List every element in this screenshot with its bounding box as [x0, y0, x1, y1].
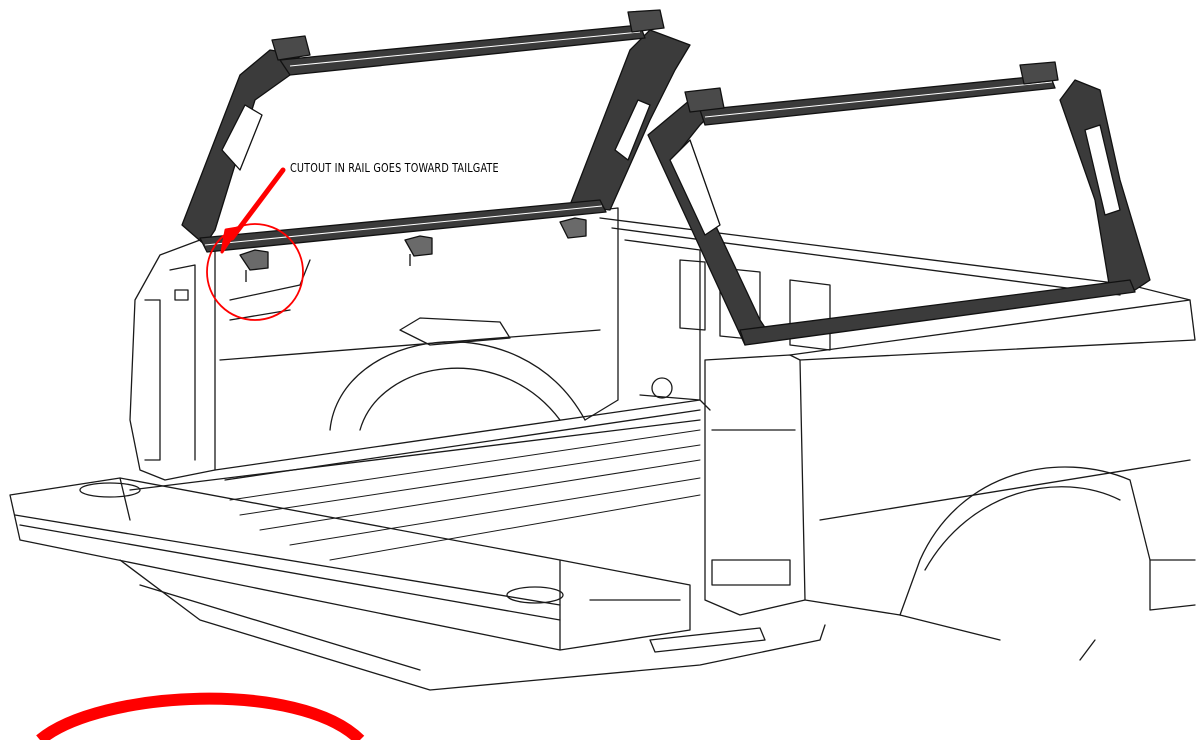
- rear-rack: [181, 9, 691, 282]
- callout-highlight: [36, 223, 365, 744]
- detail-circle: [206, 223, 304, 321]
- truck-body: [9, 207, 1196, 691]
- callout-arrow: [220, 167, 286, 254]
- callout-label: CUTOUT IN RAIL GOES TOWARD TAILGATE: [290, 160, 499, 175]
- large-detail-circle: [36, 692, 365, 744]
- front-rack: [647, 61, 1151, 346]
